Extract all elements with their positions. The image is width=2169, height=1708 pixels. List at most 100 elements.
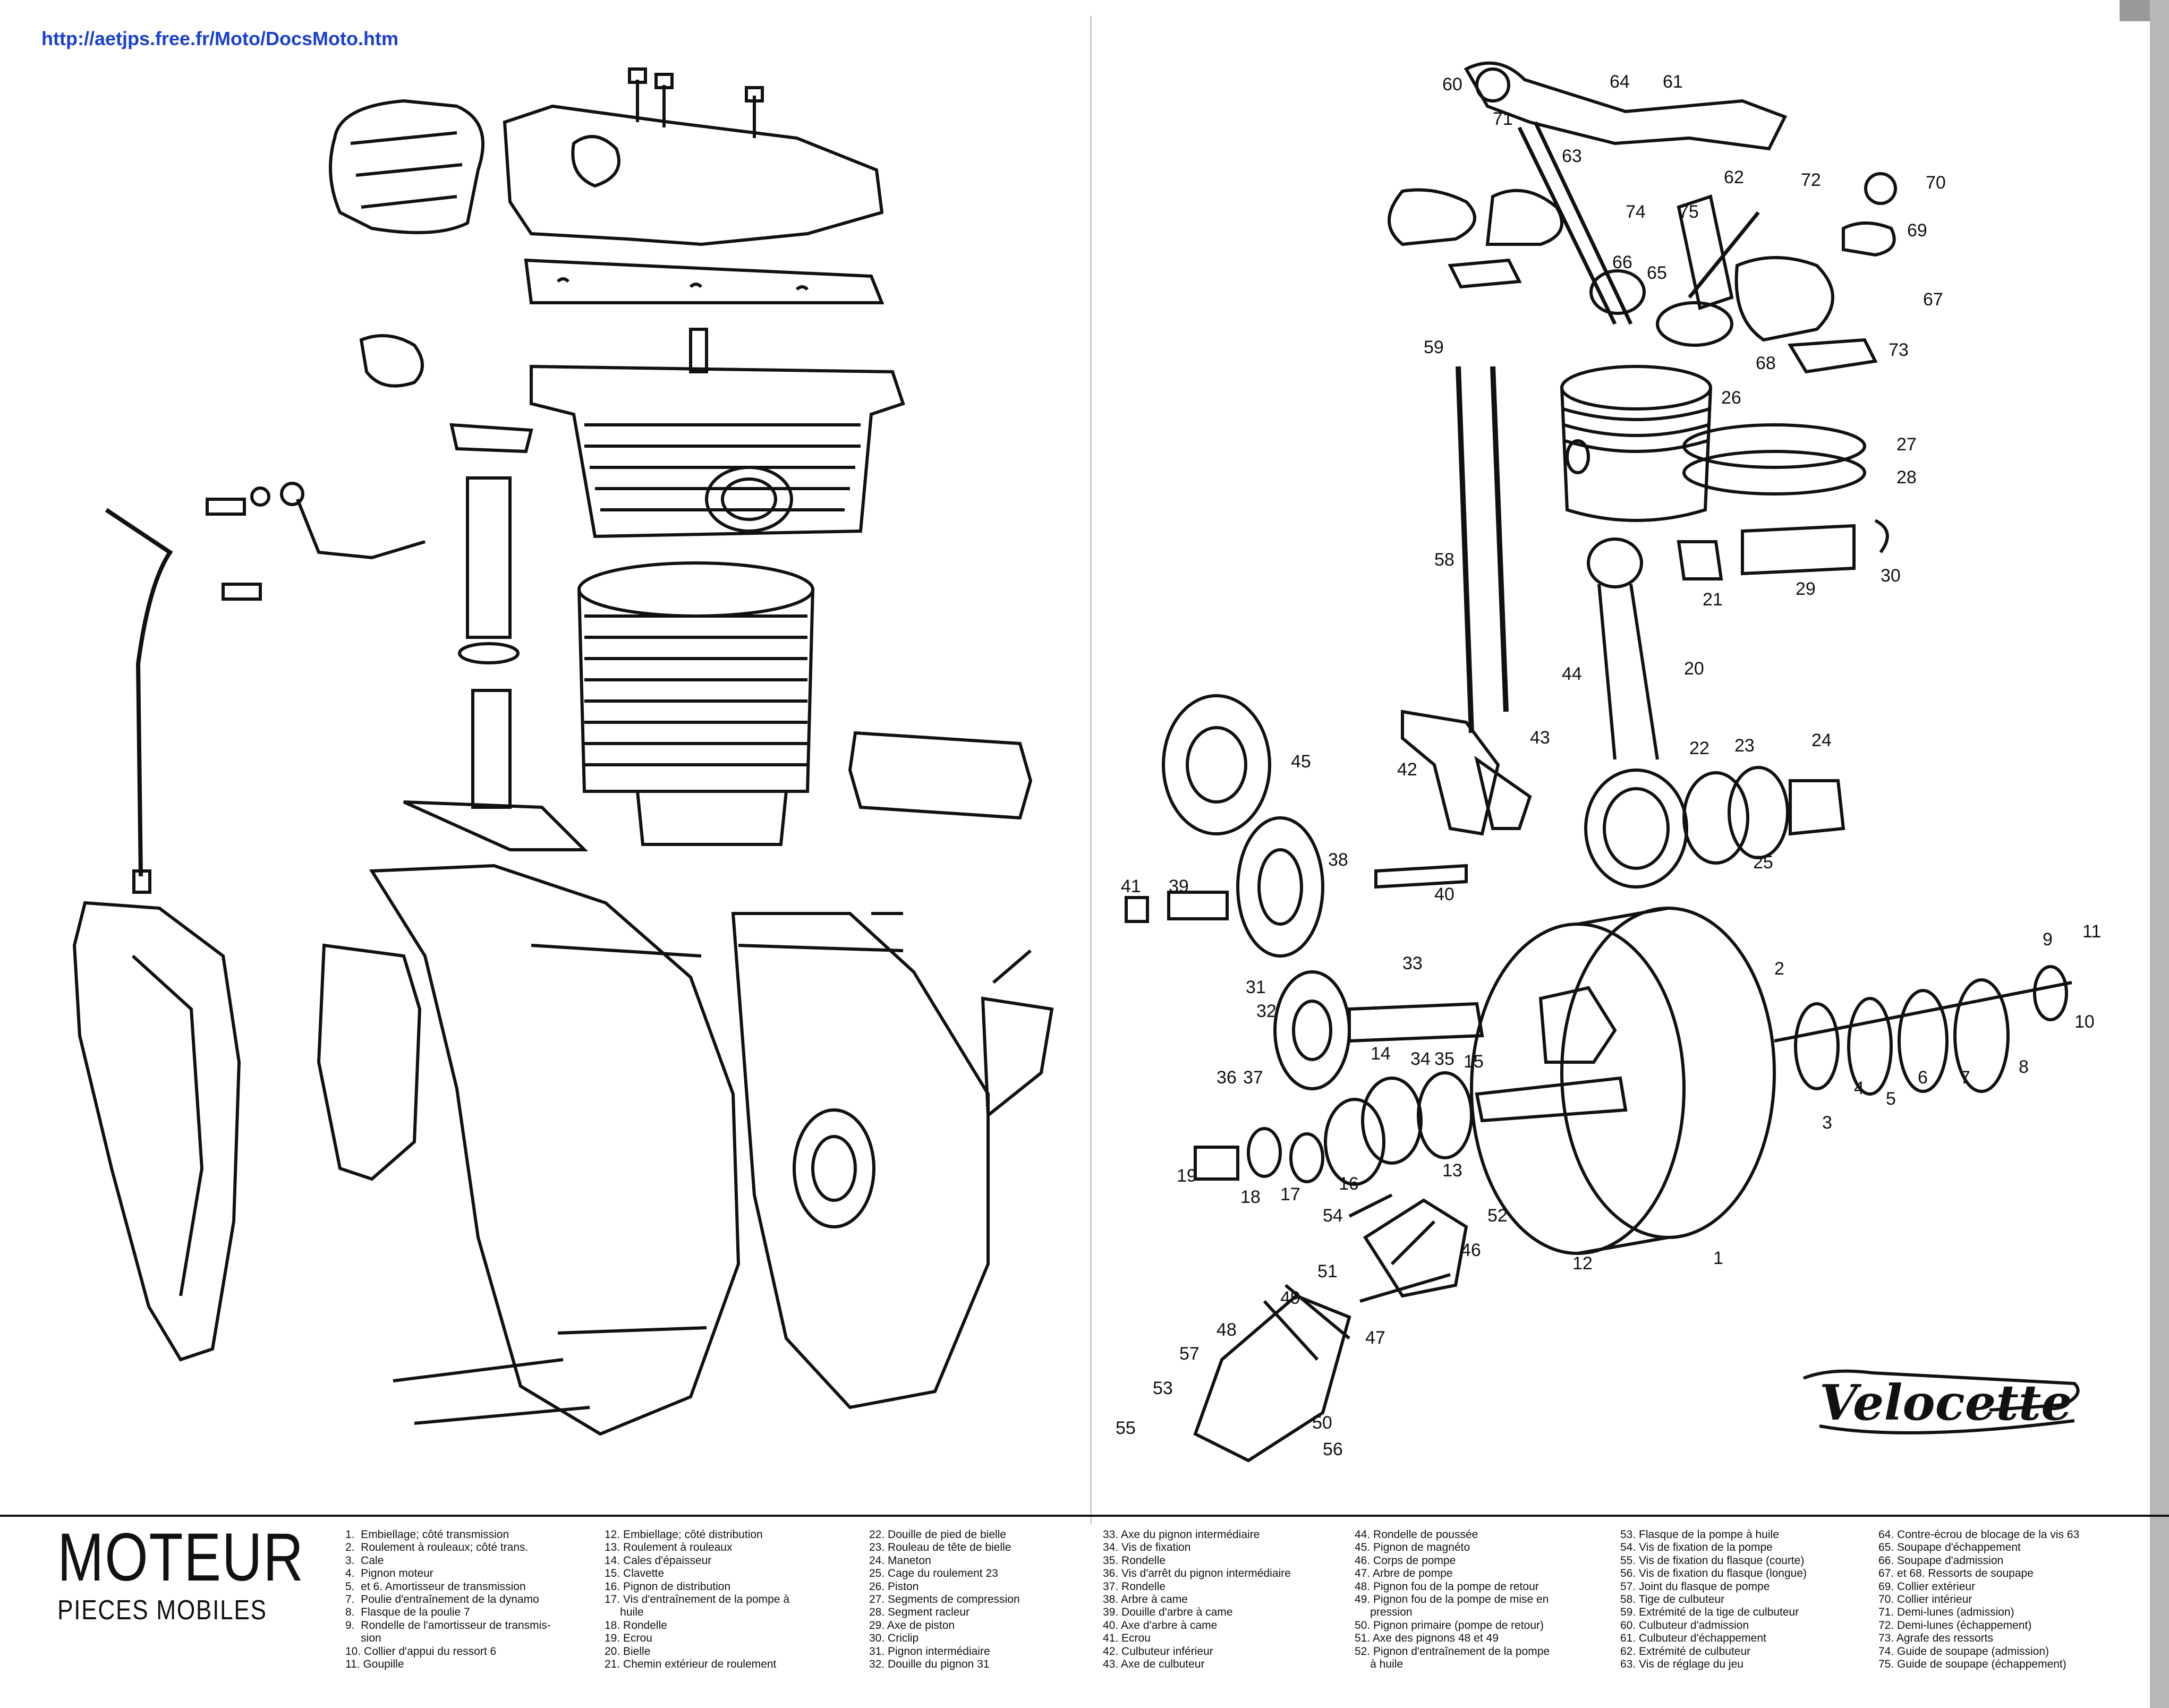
callout-number: 30	[1881, 566, 1901, 586]
crankcase-part	[369, 864, 1054, 1436]
legend-entry: 4. Pignon moteur	[345, 1567, 433, 1580]
callout-number: 73	[1889, 340, 1909, 360]
legend-entry: 66. Soupape d'admission	[1878, 1554, 2004, 1567]
callout-number: 74	[1626, 202, 1646, 222]
legend-entry: 27. Segments de compression	[869, 1593, 1020, 1606]
legend-entry: 19. Ecrou	[605, 1632, 652, 1645]
callout-number: 4	[1854, 1078, 1864, 1098]
callout-number: 67	[1923, 289, 1943, 310]
legend-entry: 33. Axe du pignon intermédiaire	[1103, 1528, 1260, 1541]
legend-entry: 40. Axe d'arbre à came	[1103, 1619, 1218, 1632]
legend-entry: 26. Piston	[869, 1580, 919, 1593]
legend-entry: 37. Rondelle	[1103, 1580, 1166, 1593]
legend-entry: 57. Joint du flasque de pompe	[1620, 1580, 1770, 1593]
page-title: MOTEUR	[57, 1519, 304, 1595]
legend-entry: 2. Roulement à rouleaux; côté trans.	[345, 1541, 529, 1554]
piston-part	[1560, 365, 1712, 522]
legend-entry: 31. Pignon intermédiaire	[869, 1645, 990, 1658]
legend-entry: à huile	[1355, 1658, 1404, 1671]
legend-entry: 44. Rondelle de poussée	[1355, 1528, 1478, 1541]
legend-entry: 52. Pignon d'entraînement de la pompe	[1355, 1645, 1550, 1658]
legend-entry: 16. Pignon de distribution	[605, 1580, 730, 1593]
callout-number: 51	[1317, 1261, 1338, 1282]
legend-entry: 56. Vis de fixation du flasque (longue)	[1620, 1567, 1807, 1580]
legend-title-block: MOTEUR PIECES MOBILES	[57, 1523, 359, 1626]
legend-entry: 5. et 6. Amortisseur de transmission	[345, 1580, 526, 1593]
legend-entry: 23. Rouleau de tête de bielle	[869, 1541, 1011, 1554]
legend-entry: 53. Flasque de la pompe à huile	[1620, 1528, 1779, 1541]
legend-entry: 14. Cales d'épaisseur	[605, 1554, 712, 1567]
callout-number: 59	[1424, 337, 1444, 357]
callout-number: 52	[1487, 1206, 1508, 1226]
legend-entry: 18. Rondelle	[605, 1619, 667, 1632]
legend-entry: 25. Cage du roulement 23	[869, 1567, 998, 1580]
legend-entry: 35. Rondelle	[1103, 1554, 1166, 1567]
callout-number: 27	[1896, 434, 1917, 455]
callout-number: 38	[1328, 850, 1348, 870]
callout-number: 48	[1217, 1320, 1237, 1340]
exploded-engine-diagram: 1234567891011121314151617181920212223242…	[72, 61, 2101, 1463]
legend-entry: 60. Culbuteur d'admission	[1620, 1619, 1749, 1632]
callout-number: 13	[1442, 1160, 1462, 1181]
drive-side-parts	[1774, 965, 2072, 1096]
callout-number: 17	[1280, 1184, 1300, 1205]
legend-entry: 50. Pignon primaire (pompe de retour)	[1355, 1619, 1544, 1632]
legend-entry: 47. Arbre de pompe	[1355, 1567, 1453, 1580]
brand-logo-text: Velocette	[1819, 1374, 2072, 1431]
callout-number: 64	[1610, 72, 1630, 92]
callout-number: 35	[1434, 1049, 1454, 1069]
legend-entry: 62. Extrémité de culbuteur	[1620, 1645, 1751, 1658]
legend-entry: 1. Embiellage; côté transmission	[345, 1528, 509, 1541]
callout-number: 45	[1291, 751, 1311, 772]
legend-entry: sion	[345, 1632, 381, 1645]
legend-divider	[0, 1515, 2169, 1517]
legend-entry: 51. Axe des pignons 48 et 49	[1355, 1632, 1499, 1645]
callout-number: 56	[1323, 1439, 1343, 1459]
callout-number: 1	[1713, 1248, 1723, 1268]
callout-number: 43	[1530, 728, 1550, 748]
callout-number: 42	[1397, 759, 1417, 780]
legend-entry: 11. Goupille	[345, 1658, 404, 1671]
callout-number: 40	[1434, 884, 1454, 904]
legend-entry: 32. Douille du pignon 31	[869, 1658, 990, 1671]
legend-entry: 7. Poulie d'entraînement de la dynamo	[345, 1593, 539, 1606]
legend-entry: 48. Pignon fou de la pompe de retour	[1355, 1580, 1539, 1593]
legend-entry: 8. Flasque de la poulie 7	[345, 1606, 470, 1619]
source-url-link[interactable]: http://aetjps.free.fr/Moto/DocsMoto.htm	[41, 28, 398, 49]
callout-number: 21	[1703, 590, 1723, 610]
legend-entry: huile	[605, 1606, 644, 1619]
legend-entry: 13. Roulement à rouleaux	[605, 1541, 733, 1554]
callout-number: 36	[1217, 1068, 1237, 1088]
callout-number: 61	[1663, 72, 1683, 92]
callout-number: 68	[1756, 353, 1776, 373]
oil-pump-part	[1193, 1198, 1468, 1463]
callout-number: 57	[1179, 1344, 1200, 1364]
legend-entry: 10. Collier d'appui du ressort 6	[345, 1645, 497, 1658]
base-gasket-part	[848, 731, 1033, 820]
timing-side-parts	[1194, 1071, 1473, 1186]
fittings-part	[206, 334, 589, 851]
legend-entry: 70. Collier intérieur	[1878, 1593, 1972, 1606]
callout-number: 28	[1896, 467, 1917, 488]
callout-number: 71	[1493, 109, 1513, 129]
callout-number: 58	[1434, 550, 1454, 570]
legend-entry: 67. et 68. Ressorts de soupape	[1878, 1567, 2034, 1580]
legend-entry: 58. Tige de culbuteur	[1620, 1593, 1725, 1606]
legend-entry: 74. Guide de soupape (admission)	[1878, 1645, 2049, 1658]
callout-number: 18	[1240, 1187, 1261, 1207]
callout-number: 10	[2074, 1012, 2095, 1032]
engine-bolts-part	[393, 912, 1032, 1425]
legend-entry: 42. Culbuteur inférieur	[1103, 1645, 1213, 1658]
cylinder-head-part	[530, 328, 905, 539]
legend-entry: 72. Demi-lunes (échappement)	[1878, 1619, 2032, 1632]
callout-number: 66	[1612, 252, 1632, 272]
callout-number: 47	[1365, 1328, 1385, 1348]
scan-corner	[2120, 0, 2151, 21]
callout-number: 19	[1177, 1166, 1197, 1186]
legend-entry: 46. Corps de pompe	[1355, 1554, 1456, 1567]
callout-number: 62	[1724, 167, 1744, 187]
callout-number: 70	[1926, 173, 1946, 193]
